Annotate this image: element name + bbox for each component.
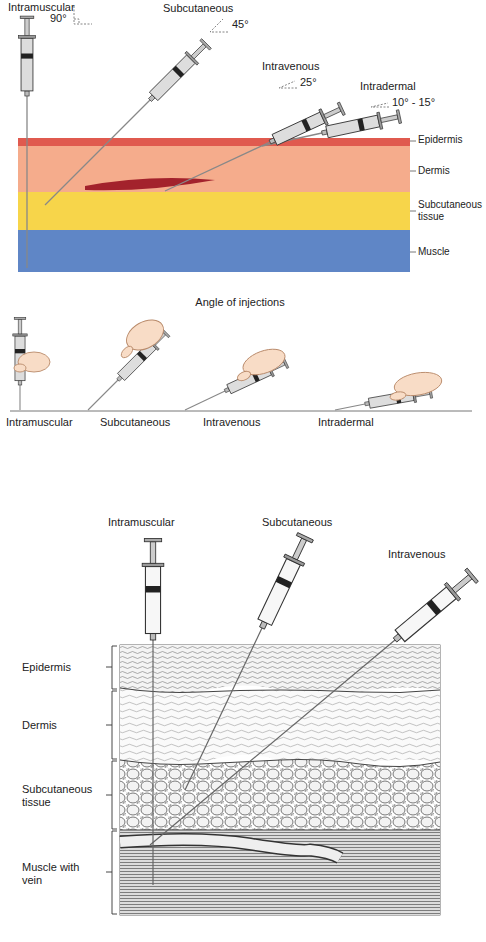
- needles: [20, 380, 365, 410]
- panel-heading: Angle of injections: [150, 296, 330, 309]
- needles: [27, 96, 322, 268]
- injection-label: Intramuscular: [8, 1, 75, 14]
- injection-label: Intramuscular: [108, 516, 175, 529]
- injection-label: Subcutaneous: [262, 516, 332, 529]
- injection-label: Intramuscular: [6, 416, 73, 429]
- injection-label: Intradermal: [360, 80, 416, 93]
- layer-label: Dermis: [22, 719, 57, 732]
- layer-label: Dermis: [418, 165, 450, 177]
- angle-label: 25°: [300, 76, 317, 89]
- syringes: [13, 317, 433, 411]
- angle-label: 90°: [50, 12, 67, 25]
- layer-label: Subcutaneous tissue: [418, 199, 484, 222]
- angle-label: 10° - 15°: [392, 96, 435, 109]
- vein: [85, 178, 215, 190]
- layer-label: Epidermis: [418, 134, 462, 146]
- skin-layers-colour: [18, 138, 410, 272]
- injection-label: Intravenous: [388, 548, 445, 561]
- skin-baseline: [10, 411, 472, 412]
- layer-label: Muscle: [418, 246, 450, 258]
- angle-label: 45°: [232, 18, 249, 31]
- injection-label: Intravenous: [262, 60, 319, 73]
- layer-label: Subcutaneous tissue: [22, 783, 102, 808]
- layer-label: Epidermis: [22, 661, 71, 674]
- syringes: [19, 16, 402, 150]
- layer-leader-lines: [410, 141, 416, 252]
- skin-layers-grey: [120, 645, 440, 915]
- injection-label: Intravenous: [203, 416, 260, 429]
- syringes: [142, 532, 480, 649]
- hands: [14, 314, 444, 402]
- injection-label: Subcutaneous: [163, 2, 233, 15]
- needles: [150, 628, 395, 885]
- injection-label: Intradermal: [318, 416, 374, 429]
- layer-brackets: [106, 646, 117, 914]
- injection-label: Subcutaneous: [100, 416, 170, 429]
- angle-marks: [74, 6, 389, 107]
- layer-label: Muscle with vein: [22, 861, 102, 886]
